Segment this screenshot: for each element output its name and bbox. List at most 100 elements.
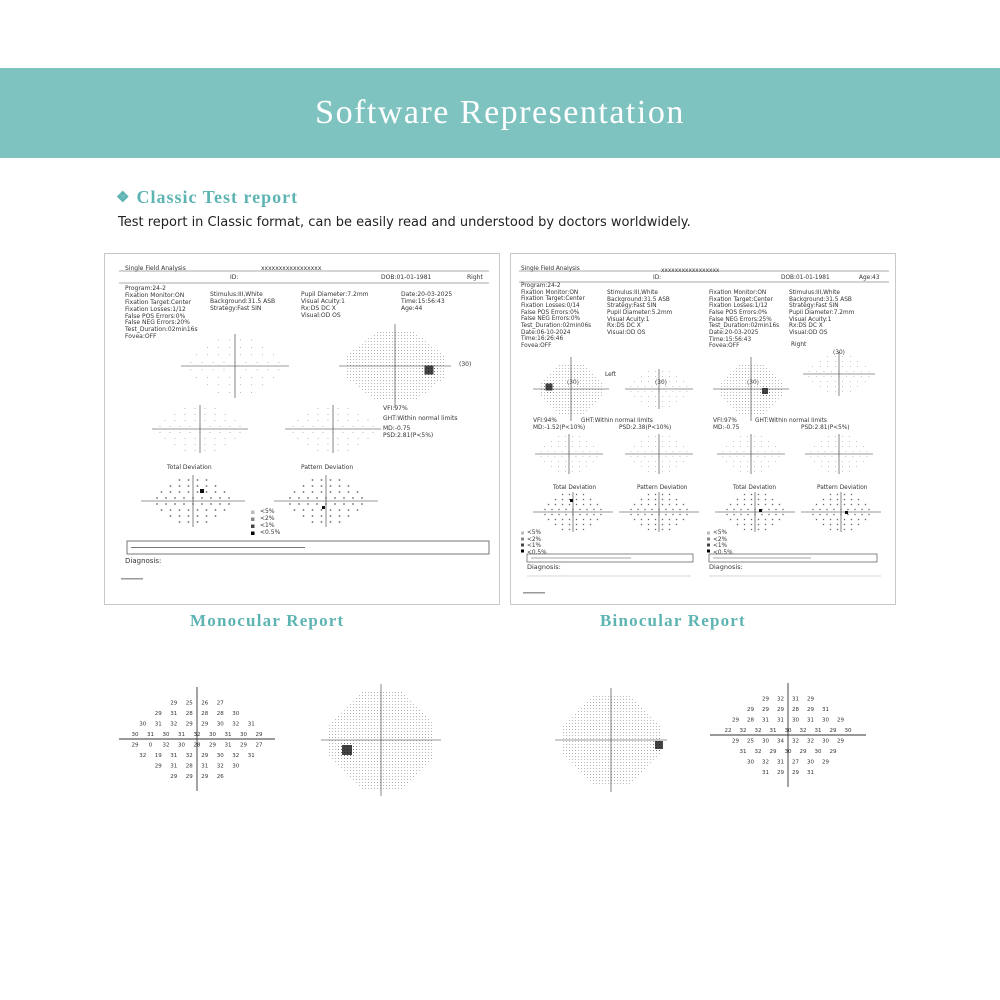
- grid-value: ·: [644, 385, 645, 390]
- gray-pixel: [614, 708, 615, 709]
- probability-symbol: [320, 491, 323, 493]
- gray-pixel: [356, 707, 357, 708]
- gray-pixel: [611, 726, 612, 727]
- gray-pixel: [404, 377, 405, 378]
- gray-pixel: [425, 386, 426, 387]
- probability-symbol: [661, 498, 664, 501]
- grid-value: ·: [655, 435, 656, 440]
- gray-pixel: [547, 392, 548, 393]
- gray-pixel: [407, 779, 408, 780]
- gray-pixel: [659, 738, 660, 739]
- gray-pixel: [751, 407, 752, 408]
- probability-symbol: [771, 498, 774, 501]
- gray-pixel: [395, 743, 396, 744]
- gray-pixel: [386, 740, 387, 741]
- probability-symbol: [644, 513, 646, 516]
- gray-pixel: [386, 779, 387, 780]
- gray-pixel: [602, 780, 603, 781]
- gray-pixel: [437, 377, 438, 378]
- gray-pixel: [721, 386, 722, 387]
- probability-symbol: [187, 521, 190, 523]
- gray-pixel: [760, 365, 761, 366]
- gray-pixel: [422, 725, 423, 726]
- gray-pixel: [632, 768, 633, 769]
- gray-pixel: [581, 768, 582, 769]
- gray-pixel: [587, 738, 588, 739]
- gray-pixel: [626, 750, 627, 751]
- grid-value: ·: [596, 450, 597, 455]
- grid-value: ·: [218, 390, 220, 396]
- gray-pixel: [404, 707, 405, 708]
- gray-pixel: [650, 723, 651, 724]
- gray-pixel: [629, 726, 630, 727]
- probability-symbol: [778, 503, 781, 506]
- gray-pixel: [398, 728, 399, 729]
- grid-value: ·: [835, 365, 836, 370]
- gray-pixel: [401, 350, 402, 351]
- gray-pixel: [368, 737, 369, 738]
- grid-value: ·: [857, 365, 858, 370]
- gray-pixel: [608, 720, 609, 721]
- gray-pixel: [392, 785, 393, 786]
- gray-pixel: [392, 347, 393, 348]
- gray-pixel: [389, 749, 390, 750]
- probability-symbol: [850, 493, 853, 496]
- grid-value: ·: [743, 450, 744, 455]
- gray-pixel: [335, 746, 336, 747]
- grid-value: ·: [644, 450, 645, 455]
- gray-pixel: [544, 395, 545, 396]
- gray-pixel: [760, 383, 761, 384]
- legend-swatch: [251, 510, 255, 514]
- gray-pixel: [733, 395, 734, 396]
- gray-pixel: [736, 368, 737, 369]
- gray-pixel: [632, 771, 633, 772]
- gray-pixel: [568, 389, 569, 390]
- grid-value: ·: [747, 435, 748, 440]
- gray-pixel: [341, 761, 342, 762]
- gray-pixel: [565, 413, 566, 414]
- gray-pixel: [416, 770, 417, 771]
- gray-pixel: [593, 732, 594, 733]
- gray-pixel: [763, 407, 764, 408]
- gray-pixel: [425, 752, 426, 753]
- gray-pixel: [383, 725, 384, 726]
- probability-symbol: [178, 521, 181, 523]
- grid-value: ·: [579, 440, 580, 445]
- gray-pixel: [386, 737, 387, 738]
- gray-pixel: [739, 377, 740, 378]
- probability-symbol: [843, 523, 846, 526]
- gray-pixel: [392, 755, 393, 756]
- grid-value: ·: [761, 465, 762, 470]
- gray-pixel: [410, 722, 411, 723]
- probability-symbol: [334, 497, 336, 499]
- gray-pixel: [359, 776, 360, 777]
- probability-symbol: [187, 491, 190, 493]
- grid-value: ·: [750, 450, 751, 455]
- probability-symbol: [822, 518, 825, 521]
- gray-pixel: [419, 740, 420, 741]
- probability-symbol: [214, 515, 217, 517]
- gray-pixel: [413, 392, 414, 393]
- gray-pixel: [383, 767, 384, 768]
- section-title: Classic Test report: [136, 187, 299, 207]
- gray-pixel: [425, 722, 426, 723]
- grid-value: ·: [669, 435, 670, 440]
- gray-pixel: [541, 395, 542, 396]
- gray-pixel: [644, 711, 645, 712]
- grid-value: ·: [240, 338, 242, 344]
- gray-pixel: [422, 386, 423, 387]
- detail-threshold-value: 31: [178, 732, 185, 738]
- gray-pixel: [745, 383, 746, 384]
- grid-value: ·: [327, 448, 329, 454]
- gray-pixel: [401, 755, 402, 756]
- gray-pixel: [620, 720, 621, 721]
- gray-pixel: [608, 774, 609, 775]
- probability-symbol: [201, 497, 203, 499]
- gray-pixel: [614, 735, 615, 736]
- gray-pixel: [386, 776, 387, 777]
- gray-pixel: [547, 377, 548, 378]
- detail-threshold-value: 31: [170, 753, 177, 759]
- gray-pixel: [623, 726, 624, 727]
- gray-pixel: [593, 738, 594, 739]
